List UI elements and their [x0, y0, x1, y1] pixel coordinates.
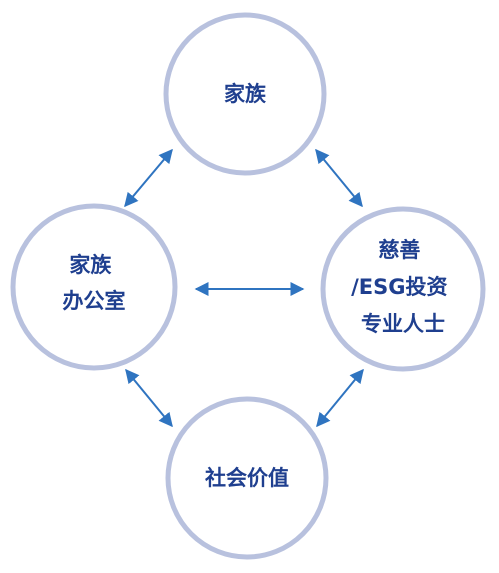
arrow-family-office-to-social-value — [125, 368, 173, 428]
arrow-family-to-family-office — [124, 148, 173, 208]
arrow-family-to-philanthropy-professionals — [315, 148, 363, 208]
node-philanthropy-esg-professionals-circle — [320, 206, 486, 372]
node-family-office-label-line2: 办公室 — [63, 289, 126, 313]
arrow-philanthropy-professionals-to-social-value — [316, 368, 364, 428]
svg-text:家族 办公室: 家族 办公室 — [63, 253, 126, 313]
node-family-office-label-line1: 家族 — [69, 253, 112, 277]
node-philanthropy-label-line3: 专业人士 — [361, 312, 445, 336]
node-family: 家族 — [163, 12, 327, 176]
node-philanthropy-label-line1: 慈善 — [378, 238, 420, 262]
node-social-value-label: 社会价值 — [204, 466, 289, 490]
svg-text:社会价值: 社会价值 — [204, 466, 289, 490]
node-philanthropy-esg-professionals: 慈善 /ESG投资 专业人士 — [320, 206, 486, 372]
svg-text:慈善 /ESG投资 专业人士: 慈善 /ESG投资 专业人士 — [351, 238, 455, 336]
node-social-value-circle — [165, 396, 329, 560]
edges — [124, 148, 364, 428]
node-social-value: 社会价值 — [165, 396, 329, 560]
svg-text:家族: 家族 — [224, 82, 267, 106]
node-family-label: 家族 — [224, 82, 267, 106]
node-philanthropy-label-line2: /ESG投资 — [351, 275, 447, 299]
node-family-office-circle — [10, 203, 178, 371]
node-family-office: 家族 办公室 — [10, 203, 178, 371]
node-family-circle — [163, 12, 327, 176]
